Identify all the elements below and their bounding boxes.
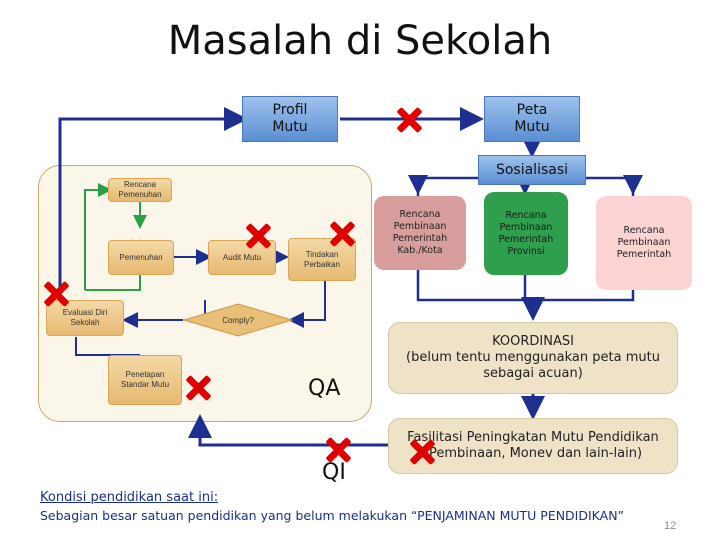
penetapan-standar-node: Penetapan Standar Mutu: [108, 355, 182, 405]
peta-mutu-node: Peta Mutu: [484, 96, 580, 142]
koordinasi-node: KOORDINASI (belum tentu menggunakan peta…: [388, 322, 678, 394]
cross-icon: [186, 376, 210, 400]
footer-text: Sebagian besar satuan pendidikan yang be…: [40, 508, 625, 523]
arrow-fasilitasi-loop: [188, 414, 390, 447]
profil-mutu-node: Profil Mutu: [242, 96, 338, 142]
qa-label: QA: [308, 376, 341, 401]
comply-diamond: [183, 303, 293, 337]
footer-heading: Kondisi pendidikan saat ini:: [40, 490, 219, 505]
rencana-kabkota-node: Rencana Pembinaan Pemerintah Kab./Kota: [374, 196, 466, 270]
fasilitasi-node: Fasilitasi Peningkatan Mutu Pendidikan (…: [388, 418, 678, 474]
cross-icon: [246, 224, 270, 248]
pemenuhan-node: Pemenuhan: [108, 240, 174, 275]
evaluasi-diri-node: Evaluasi Diri Sekolah: [46, 300, 124, 336]
arrow-loop-profil: [58, 107, 248, 310]
cross-icon: [397, 108, 421, 132]
page-title: Masalah di Sekolah: [167, 18, 553, 64]
sosialisasi-node: Sosialisasi: [478, 155, 586, 185]
koordinasi-title: KOORDINASI: [492, 334, 574, 349]
qi-label: QI: [322, 460, 346, 485]
cross-icon: [410, 440, 434, 464]
rencana-pemenuhan-node: Rencana Pemenuhan: [108, 178, 172, 202]
cross-icon: [44, 282, 68, 306]
rencana-pemerintah-node: Rencana Pembinaan Pemerintah: [596, 196, 692, 290]
rencana-provinsi-node: Rencana Pembinaan Pemerintah Provinsi: [484, 192, 568, 275]
cross-icon: [330, 222, 354, 246]
cross-icon: [326, 438, 350, 462]
page-number: 12: [664, 520, 677, 532]
comply-label: Comply?: [222, 315, 254, 325]
koordinasi-body: (belum tentu menggunakan peta mutu sebag…: [406, 350, 660, 381]
